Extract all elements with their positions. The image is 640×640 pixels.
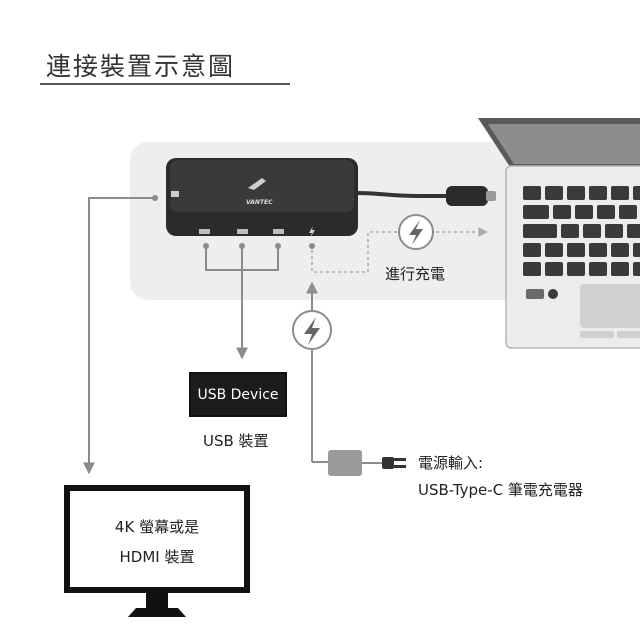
port-dot: [275, 243, 281, 249]
laptop-touchpad: [580, 284, 640, 328]
usb-device-caption: USB 裝置: [203, 432, 269, 450]
hdmi-arrow: [83, 197, 155, 475]
monitor-stand: [128, 608, 186, 617]
monitor-neck: [146, 593, 168, 608]
laptop-touchpad-button-left: [580, 331, 614, 338]
lightning-icon: [292, 310, 332, 350]
monitor: [64, 485, 250, 617]
title-underline: [40, 83, 290, 85]
usb-port-icon: [237, 229, 248, 234]
port-dot: [203, 243, 209, 249]
power-input-label: 電源輸入:: [418, 454, 484, 472]
charger-prong: [394, 465, 406, 468]
page-title: 連接裝置示意圖: [46, 52, 236, 81]
laptop-port: [526, 289, 544, 299]
laptop-touchpad-button-right: [617, 331, 640, 338]
hub-card-slot: [171, 191, 179, 197]
laptop-led: [548, 289, 558, 299]
hub-logo-mark: [248, 178, 266, 190]
monitor-screen: [70, 491, 244, 587]
lightning-icon: [398, 214, 434, 250]
power-input-detail: USB-Type-C 筆電充電器: [418, 481, 583, 499]
usb-port-icon: [273, 229, 284, 234]
charger-plug: [382, 457, 394, 469]
usb-c-cable: [355, 191, 448, 198]
charger-prong: [394, 458, 406, 461]
power-port-icon: [309, 226, 315, 238]
hdmi-port-icon: [199, 229, 210, 234]
usb-c-plug-tip: [486, 191, 496, 201]
charging-label: 進行充電: [385, 265, 446, 283]
laptop-keyboard: [523, 186, 640, 276]
usb-c-hub: [166, 158, 358, 238]
hub-brand: VANTEC: [246, 199, 273, 206]
port-dot: [239, 243, 245, 249]
hub-top-face: [170, 160, 354, 212]
laptop: [478, 118, 640, 349]
usb-device-box: USB Device: [189, 372, 287, 417]
usb-c-plug: [446, 186, 488, 206]
monitor-label-2: HDMI 裝置: [119, 548, 195, 566]
charger: [328, 450, 406, 476]
port-dot: [309, 243, 315, 249]
charger-body: [328, 450, 362, 476]
monitor-label: 4K 螢幕或是: [114, 518, 200, 536]
laptop-screen-glass: [488, 124, 640, 164]
